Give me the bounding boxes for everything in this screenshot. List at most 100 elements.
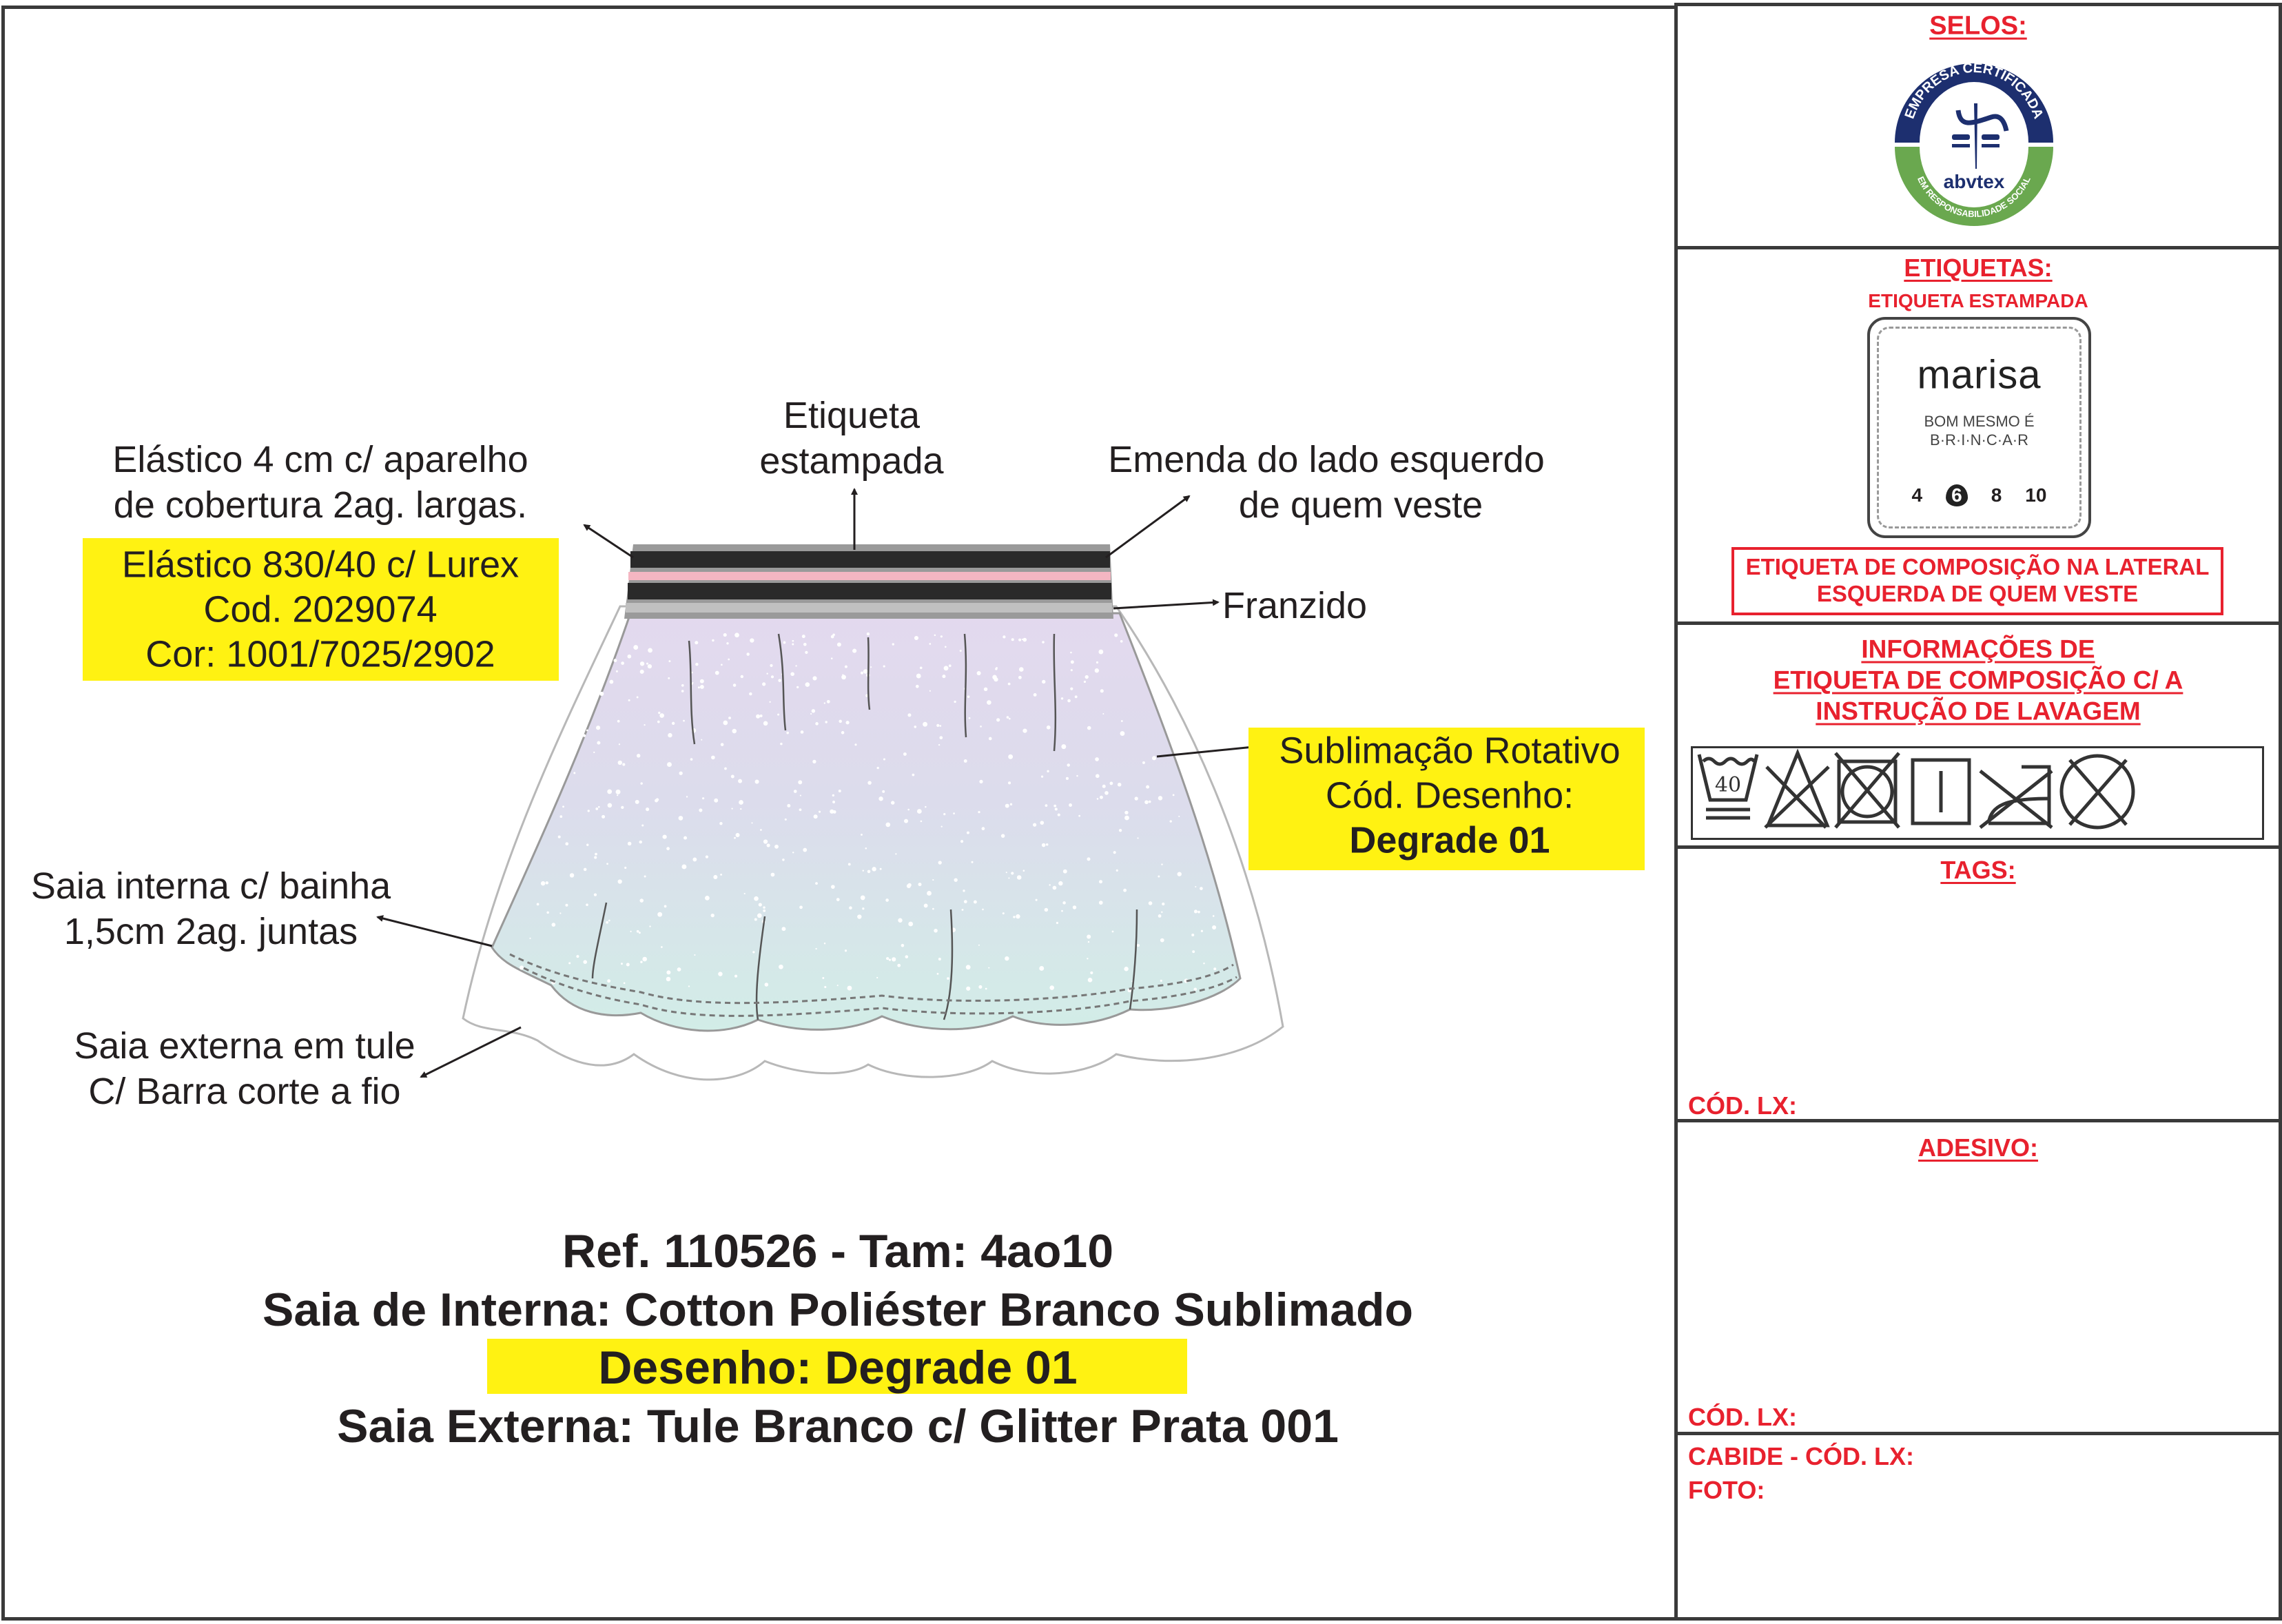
glitter-dot bbox=[565, 842, 569, 846]
glitter-dot bbox=[842, 674, 844, 676]
glitter-dot bbox=[978, 810, 980, 814]
glitter-dot bbox=[1148, 800, 1151, 803]
glitter-dot bbox=[823, 702, 825, 704]
glitter-dot bbox=[830, 657, 833, 659]
glitter-dot bbox=[905, 955, 909, 958]
glitter-dot bbox=[1011, 872, 1014, 875]
glitter-dot bbox=[888, 958, 892, 961]
annotation-line: Cod. 2029074 bbox=[203, 588, 438, 630]
glitter-dot bbox=[1008, 781, 1011, 785]
glitter-dot bbox=[763, 839, 768, 844]
glitter-dot bbox=[734, 836, 736, 839]
glitter-dot bbox=[769, 701, 771, 703]
glitter-dot bbox=[690, 758, 693, 761]
glitter-dot bbox=[639, 669, 644, 674]
glitter-dot bbox=[777, 713, 780, 716]
glitter-dot bbox=[606, 921, 608, 924]
cabide-cod-lx: CABIDE - CÓD. LX: bbox=[1688, 1442, 1914, 1470]
label-slogan-2: B·R·I·N·C·A·R bbox=[1930, 431, 2028, 449]
glitter-dot bbox=[692, 857, 697, 862]
glitter-dot bbox=[623, 982, 626, 985]
glitter-dot bbox=[844, 949, 847, 952]
glitter-dot bbox=[1197, 910, 1200, 914]
glitter-dot bbox=[912, 773, 915, 777]
glitter-dot bbox=[714, 798, 719, 803]
glitter-dot bbox=[936, 723, 940, 727]
glitter-dot bbox=[639, 661, 645, 666]
glitter-dot bbox=[1136, 944, 1140, 947]
glitter-dot bbox=[667, 762, 672, 768]
glitter-dot bbox=[943, 813, 946, 816]
glitter-dot bbox=[1057, 813, 1060, 816]
glitter-dot bbox=[636, 696, 639, 699]
glitter-dot bbox=[658, 711, 661, 715]
glitter-dot bbox=[995, 668, 998, 670]
glitter-dot bbox=[627, 841, 632, 846]
glitter-dot bbox=[1035, 898, 1038, 901]
glitter-dot bbox=[587, 810, 590, 812]
glitter-dot bbox=[783, 641, 786, 644]
glitter-dot bbox=[983, 687, 988, 692]
label-size-selected: 6 bbox=[1946, 484, 1968, 506]
glitter-dot bbox=[710, 913, 715, 918]
glitter-dot bbox=[1074, 695, 1078, 699]
spec-desenho: Desenho: Degrade 01 bbox=[598, 1342, 1078, 1394]
no-tumble-dry-icon bbox=[1834, 752, 1900, 829]
skirt-drawing bbox=[376, 488, 1284, 1081]
glitter-dot bbox=[719, 822, 723, 825]
glitter-dot bbox=[815, 722, 819, 726]
glitter-dot bbox=[624, 866, 627, 870]
glitter-dot bbox=[803, 847, 808, 852]
glitter-dot bbox=[608, 919, 610, 922]
label-size: 4 bbox=[1911, 484, 1923, 506]
glitter-dot bbox=[618, 743, 621, 746]
foto-label: FOTO: bbox=[1688, 1476, 1765, 1504]
glitter-dot bbox=[847, 863, 851, 866]
glitter-dot bbox=[1085, 675, 1089, 679]
arrow-emenda bbox=[1105, 495, 1191, 559]
glitter-dot bbox=[1069, 803, 1072, 807]
glitter-dot bbox=[1052, 885, 1057, 890]
glitter-dot bbox=[815, 882, 818, 885]
glitter-dot bbox=[907, 883, 912, 887]
glitter-dot bbox=[681, 690, 684, 692]
glitter-dot bbox=[882, 790, 885, 793]
glitter-dot bbox=[803, 642, 807, 646]
glitter-dot bbox=[681, 864, 687, 870]
glitter-dot bbox=[860, 895, 865, 901]
glitter-dot bbox=[1087, 934, 1091, 939]
glitter-dot bbox=[494, 973, 497, 976]
glitter-dot bbox=[1177, 872, 1182, 876]
glitter-dot bbox=[985, 987, 987, 990]
glitter-dot bbox=[883, 665, 885, 668]
glitter-dot bbox=[1109, 781, 1113, 785]
wash-40-icon bbox=[1697, 754, 1759, 820]
glitter-dot bbox=[963, 759, 967, 763]
glitter-dot bbox=[540, 881, 546, 886]
glitter-dot bbox=[683, 836, 688, 840]
glitter-dot bbox=[867, 781, 872, 785]
glitter-dot bbox=[639, 898, 644, 903]
glitter-dot bbox=[1124, 815, 1129, 821]
glitter-dot bbox=[609, 679, 614, 684]
glitter-dot bbox=[799, 794, 801, 796]
glitter-dot bbox=[943, 666, 949, 671]
glitter-dot bbox=[1117, 782, 1122, 787]
glitter-dot bbox=[576, 955, 579, 958]
glitter-dot bbox=[965, 965, 971, 970]
glitter-dot bbox=[751, 822, 753, 824]
glitter-dot bbox=[939, 736, 943, 740]
glitter-dot bbox=[1049, 985, 1054, 990]
glitter-dot bbox=[626, 963, 630, 967]
glitter-dot bbox=[764, 983, 769, 987]
annotation-line: Cód. Desenho: bbox=[1325, 774, 1574, 816]
glitter-dot bbox=[801, 635, 805, 639]
glitter-dot bbox=[792, 643, 794, 646]
glitter-dot bbox=[668, 660, 671, 663]
glitter-dot bbox=[793, 790, 797, 793]
glitter-dot bbox=[968, 717, 971, 719]
glitter-dot bbox=[862, 870, 864, 872]
glitter-dot bbox=[810, 712, 812, 715]
glitter-dot bbox=[586, 903, 588, 906]
glitter-dot bbox=[573, 772, 576, 774]
